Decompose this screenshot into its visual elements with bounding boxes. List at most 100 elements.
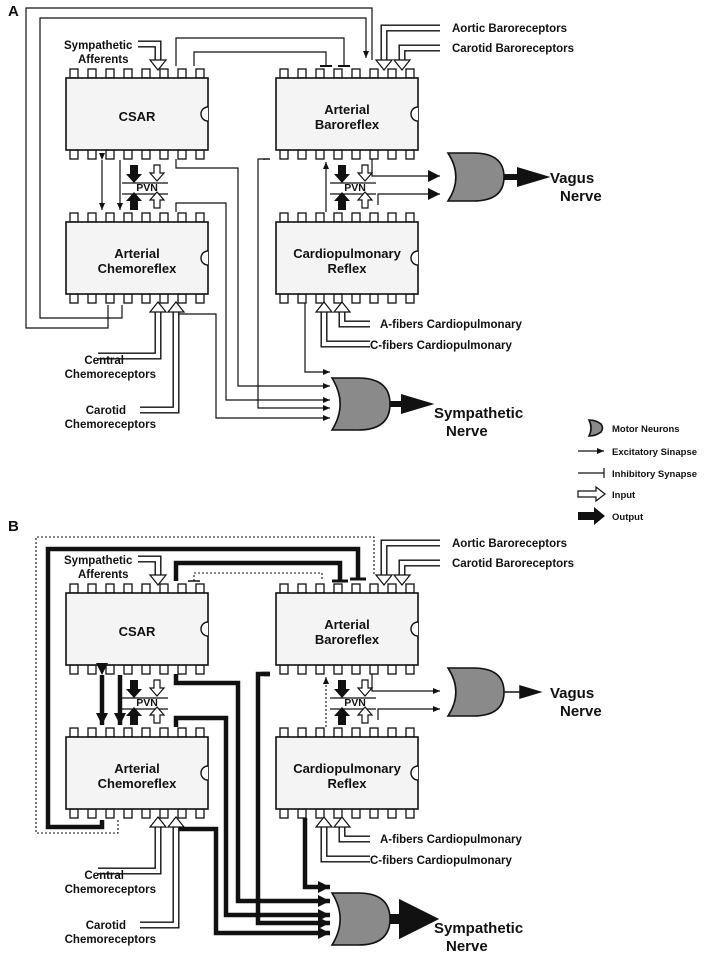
chemo-feedback-thick-line <box>45 546 361 830</box>
pvn-left-label: PVN <box>136 697 158 709</box>
vagus-motor-neuron <box>446 152 505 202</box>
aortic-input-outline <box>380 24 440 60</box>
carotid-chemo-line2: Chemoreceptors <box>65 419 156 431</box>
baro-box-pin-bottom <box>405 664 415 675</box>
chemo-box-notch <box>200 250 209 266</box>
chemo-box-body <box>65 221 209 295</box>
legend-motor-neuron-icon <box>587 419 604 437</box>
chemo-label-line2: Chemoreflex <box>98 261 178 276</box>
cardio-box-pin-top <box>333 212 343 223</box>
csar-box-body <box>65 77 209 151</box>
csar-box-notch <box>200 106 209 122</box>
csar-box-pin-top <box>87 583 97 594</box>
baro-box-pin-bottom <box>369 149 379 160</box>
panel-b: BCSARArterialChemoreflexArterialBarorefl… <box>8 518 602 955</box>
c-fibers-input-outline <box>320 312 370 348</box>
cardio-box-pin-bottom <box>387 293 397 304</box>
cardio-box-pin-top <box>333 727 343 738</box>
pvn-input-up-arrow <box>356 191 374 209</box>
baro-box-pin-top <box>297 68 307 79</box>
cardio-box-pin-bottom <box>297 293 307 304</box>
csar-box-pin-bottom <box>105 149 115 160</box>
vagus-output-arrow <box>504 684 543 700</box>
cardio-box-notch <box>410 765 419 781</box>
carotid-chemo-input-fill <box>140 827 179 928</box>
sympathetic-label-line1: Sympathetic <box>434 920 523 937</box>
a-fibers-input-head <box>332 816 352 828</box>
chemo-box-notch <box>200 765 209 781</box>
vagus-label-line1: Vagus <box>550 685 594 702</box>
chemo-box <box>65 212 209 304</box>
chemo-feedback-outer2-line <box>25 7 373 329</box>
cardio-box-pin-bottom <box>405 808 415 819</box>
chemo-box-pin-top <box>87 727 97 738</box>
pvn-input-down-arrow <box>356 679 374 697</box>
sympathetic-output-arrow <box>390 898 440 940</box>
panel-letter: B <box>8 518 19 535</box>
pvn-right-label: PVN <box>344 697 366 709</box>
cardio-box-pin-top <box>369 727 379 738</box>
carotid-chemo-input-head <box>166 816 186 828</box>
cardio-box-pin-top <box>279 727 289 738</box>
carotid-baro-input-fill <box>399 560 440 575</box>
carotid-baro-input-head <box>392 59 412 71</box>
chemo-box-pin-top <box>195 212 205 223</box>
central-chemo-input-head <box>148 301 168 313</box>
csar-box-pin-top <box>87 68 97 79</box>
chemo-box-pin-top <box>87 212 97 223</box>
cardio-box-pin-bottom <box>369 293 379 304</box>
csar-box-pin-bottom <box>177 664 187 675</box>
cardio-box-pin-bottom <box>315 808 325 819</box>
baro-box-pin-bottom <box>279 149 289 160</box>
baro-box-pin-bottom <box>387 664 397 675</box>
c-fibers-input-outline <box>320 827 370 863</box>
cardio-box-body <box>275 221 419 295</box>
pvn-output-up-arrow <box>126 192 142 210</box>
chemo-box-pin-top <box>177 727 187 738</box>
baro-box-notch <box>410 621 419 637</box>
pvn-right-label: PVN <box>344 182 366 194</box>
cardio-box-pin-top <box>405 727 415 738</box>
csar-box-pin-top <box>105 68 115 79</box>
chemo-box-pin-top <box>69 212 79 223</box>
chemo-bottom-to-sympathetic-line <box>175 303 330 421</box>
csar-box-pin-top <box>105 583 115 594</box>
cardio-box-pin-top <box>369 212 379 223</box>
csar-box-pin-top <box>69 68 79 79</box>
central-chemo-line1: Central <box>84 870 124 882</box>
csar-box <box>65 68 209 160</box>
baro-box-pin-top <box>315 583 325 594</box>
cardio-box-pin-bottom <box>387 808 397 819</box>
baro-box-pin-bottom <box>333 664 343 675</box>
chemo-box <box>65 727 209 819</box>
carotid-baro-input-fill <box>399 45 440 60</box>
a-fibers-input-head <box>332 301 352 313</box>
baro-stub <box>263 158 270 160</box>
csar-label: CSAR <box>119 109 156 124</box>
panel-letter: A <box>8 3 19 20</box>
chemo-box-pin-bottom <box>177 808 187 819</box>
sympathetic-afferents-input-outline <box>138 40 162 60</box>
csar-box-pin-top <box>195 68 205 79</box>
csar-box-pin-bottom <box>123 149 133 160</box>
pvn-output-down-arrow <box>126 165 142 183</box>
legend-motor-neurons-label: Motor Neurons <box>612 424 680 435</box>
baro-box-pin-bottom <box>351 149 361 160</box>
chemo-to-sympathetic-line <box>175 202 330 403</box>
carotid-chemo-line1: Carotid <box>86 920 126 932</box>
csar-box-pin-bottom <box>87 149 97 160</box>
chemo-box-pin-bottom <box>141 808 151 819</box>
sympathetic-afferents-line2: Afferents <box>78 569 128 581</box>
cardio-box-pin-bottom <box>333 293 343 304</box>
baro-box-body <box>275 77 419 151</box>
cardio-box-pin-top <box>297 212 307 223</box>
a-fibers-input-fill <box>339 312 370 327</box>
sympathetic-afferents-input-fill <box>138 556 161 575</box>
baro-box-pin-top <box>405 583 415 594</box>
pvn-input-up-arrow <box>148 191 166 209</box>
pvn-output-down-arrow <box>126 680 142 698</box>
pvn-output-down-arrow <box>334 680 350 698</box>
csar-box-pin-top <box>159 68 169 79</box>
sympathetic-afferents-line2: Afferents <box>78 54 128 66</box>
cardio-to-sympathetic-line <box>304 303 330 375</box>
